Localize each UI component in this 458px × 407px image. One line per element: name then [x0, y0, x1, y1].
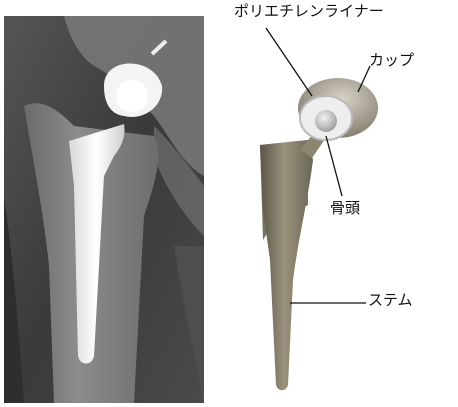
label-polyethylene-liner: ポリエチレンライナー	[234, 4, 384, 19]
xray-image	[4, 16, 204, 403]
leader-head	[326, 136, 342, 196]
label-cup: カップ	[369, 53, 414, 68]
femoral-head	[315, 110, 337, 132]
stem-body	[260, 140, 313, 390]
label-femoral-head: 骨頭	[330, 201, 360, 216]
xray-graphic	[4, 16, 204, 403]
leader-liner	[266, 28, 312, 96]
label-stem: ステム	[368, 293, 413, 308]
